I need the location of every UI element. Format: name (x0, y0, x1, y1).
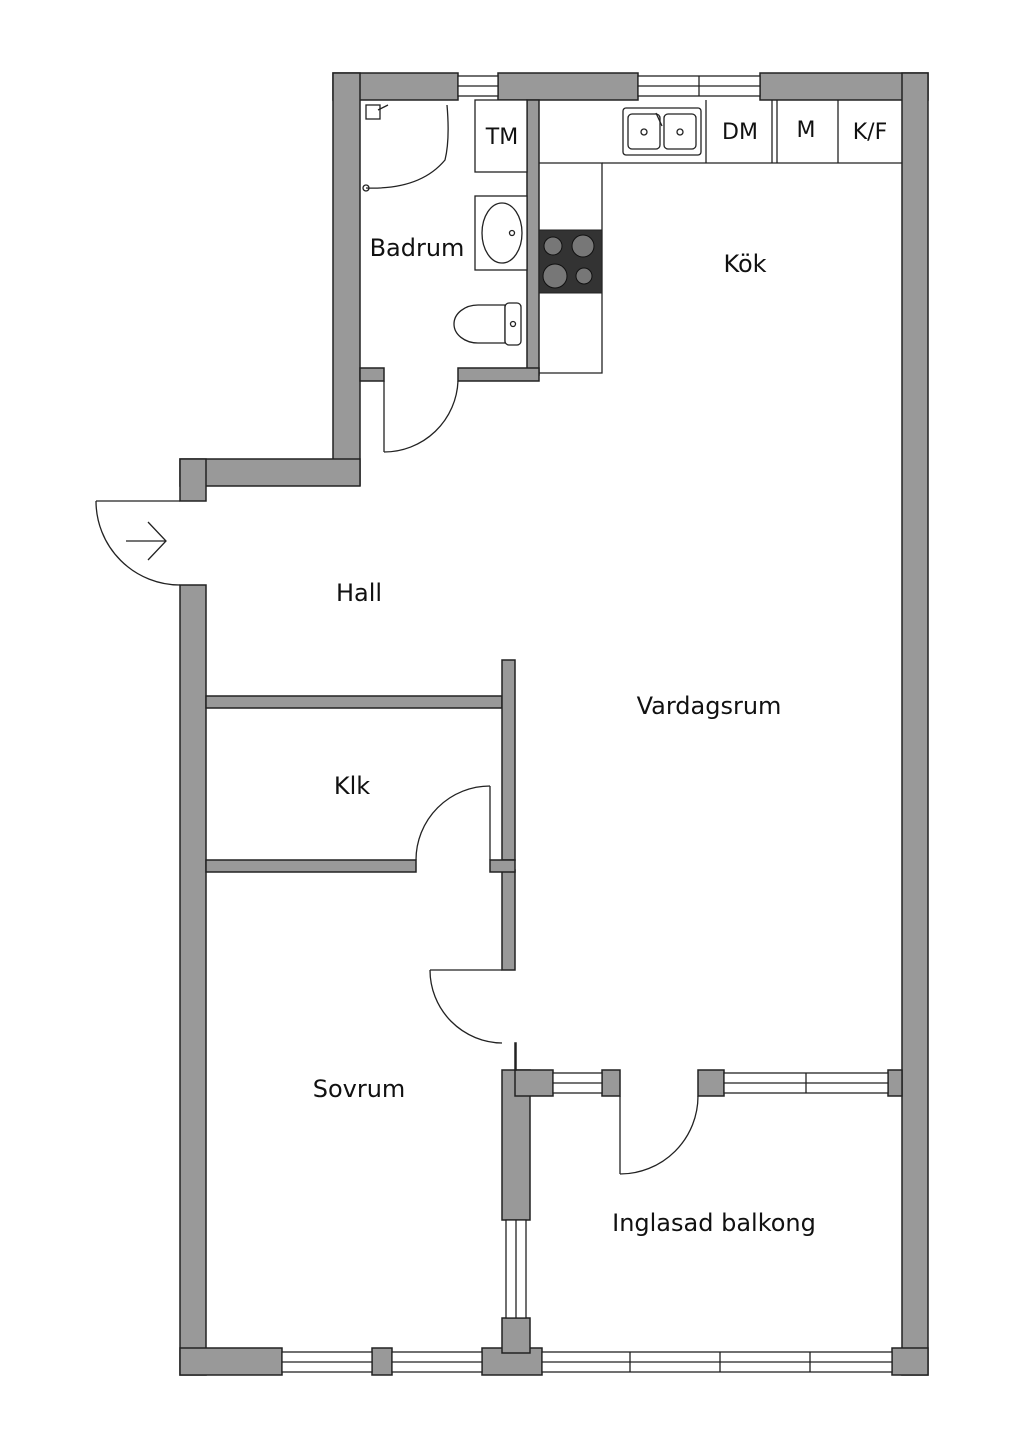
shower-icon (362, 104, 449, 192)
fixture-labels: TM DM M K/F (485, 118, 887, 150)
arrow-right-icon (126, 521, 167, 561)
room-label-badrum: Badrum (370, 234, 465, 262)
windows (281, 75, 893, 1373)
room-label-sovrum: Sovrum (313, 1075, 406, 1103)
fixture-label-m: M (797, 118, 816, 143)
washbasin-icon (474, 195, 528, 271)
room-label-balkong: Inglasad balkong (612, 1209, 816, 1237)
stove-icon (538, 229, 603, 294)
room-label-klk: Klk (334, 772, 370, 800)
fixture-label-dm: DM (722, 120, 758, 145)
room-label-kok: Kök (723, 250, 766, 278)
fixture-label-kf: K/F (853, 120, 888, 145)
fixture-label-tm: TM (485, 125, 518, 150)
room-label-vardagsrum: Vardagsrum (637, 692, 782, 720)
doors (95, 380, 699, 1175)
room-labels: Badrum Kök Hall Vardagsrum Klk Sovrum In… (313, 234, 816, 1237)
bathroom-fixtures (362, 99, 528, 346)
interior-walls (205, 99, 903, 1354)
toilet-icon (453, 302, 522, 346)
outer-walls (179, 72, 929, 1376)
sink-icon (622, 107, 702, 156)
room-label-hall: Hall (336, 579, 382, 607)
